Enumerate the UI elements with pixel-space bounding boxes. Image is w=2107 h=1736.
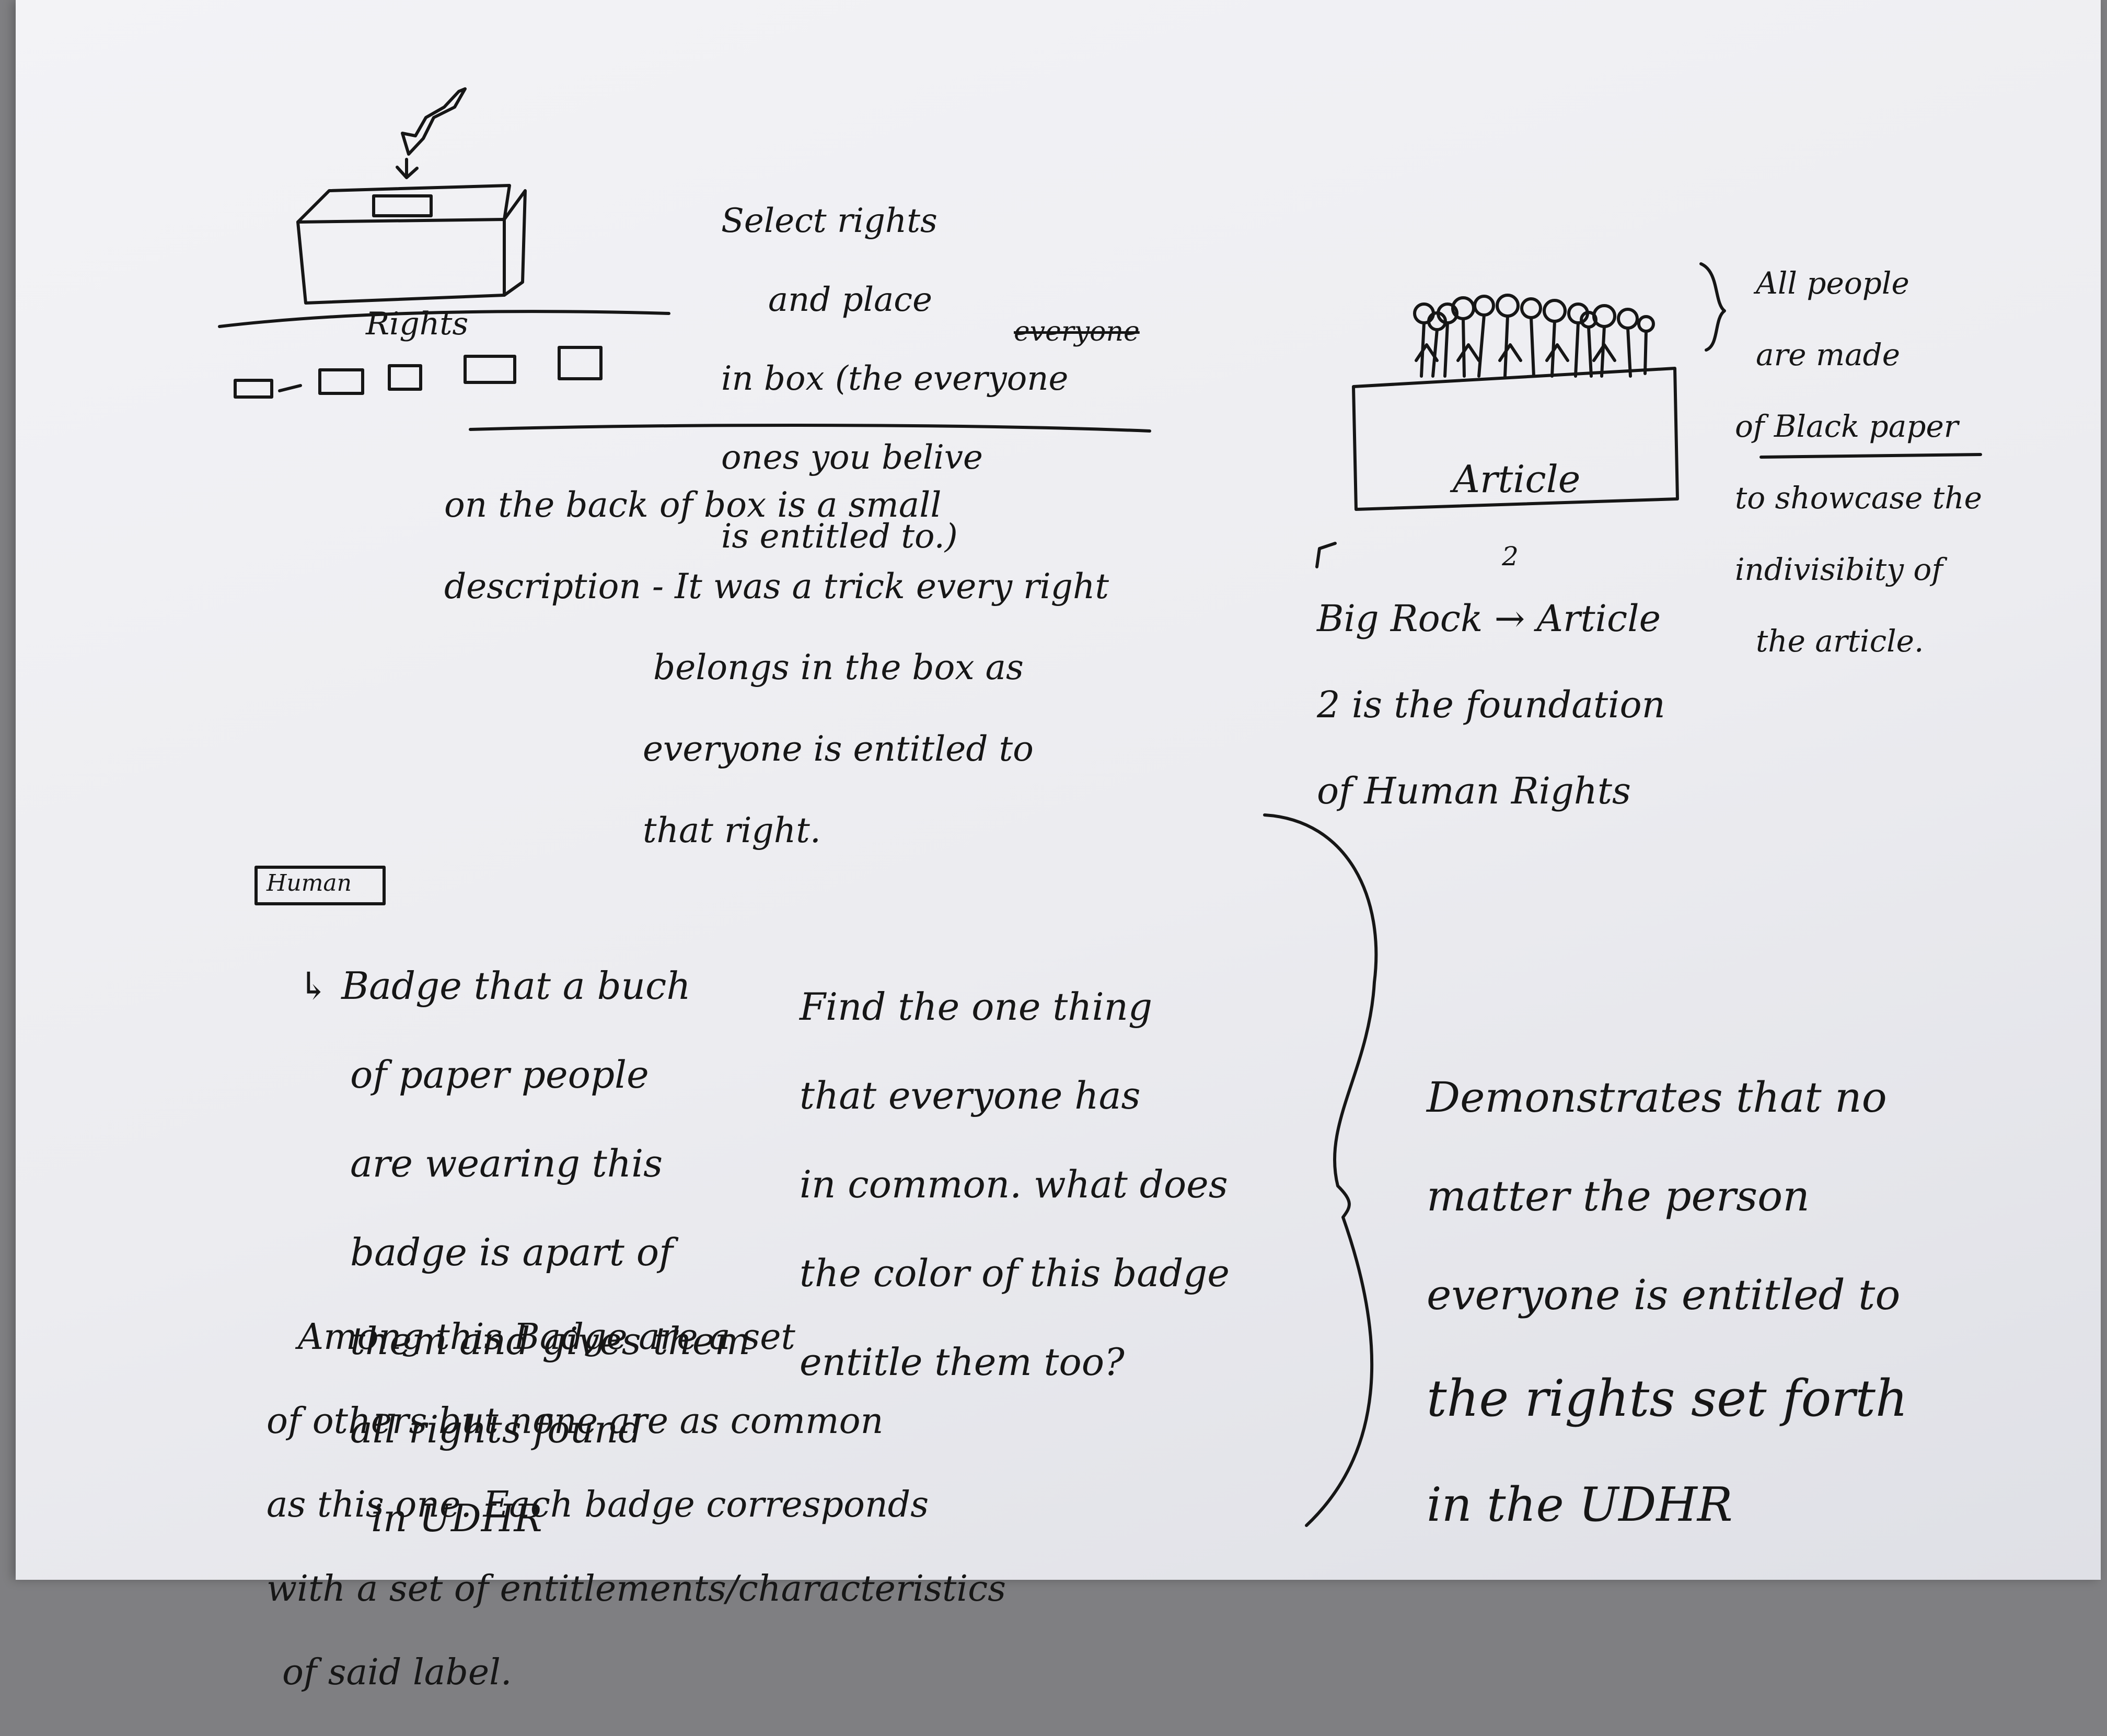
among-badges-note: Among this Badge are a set of others but… (267, 1275, 1165, 1736)
note-line: of said label. (282, 1652, 512, 1694)
note-line: All people (1756, 265, 1909, 301)
note-line: Among this Badge are a set (298, 1316, 795, 1358)
note-line: Demonstrates that no (1427, 1073, 1887, 1122)
note-line: the color of this badge (800, 1251, 1230, 1295)
underline-drawing (1759, 453, 1982, 459)
note-line: to showcase the (1735, 480, 1982, 516)
big-rock-note: Big Rock → Article 2 is the foundation o… (1317, 554, 1819, 856)
article-box-label: Article 2 (1453, 413, 1581, 611)
note-line: is entitled to.) (721, 517, 958, 556)
article-number: 2 (1502, 541, 1519, 572)
human-badge-label: Human (267, 870, 352, 896)
demonstrates-note: Demonstrates that no matter the person e… (1427, 1024, 2069, 1582)
note-line: in common. what does (800, 1162, 1228, 1206)
ballot-box-drawing (218, 87, 670, 399)
strikethrough-word: everyone (1014, 316, 1140, 347)
small-arrow-drawing (1315, 542, 1337, 568)
note-line: indivisibity of (1735, 551, 1943, 587)
note-line: the rights set forth (1427, 1369, 1908, 1428)
note-line: them and gives them (350, 1319, 750, 1363)
find-common-note: Find the one thing that everyone has in … (800, 940, 1322, 1428)
note-line: badge is apart of (350, 1230, 673, 1274)
article-box-drawing (1352, 262, 1726, 511)
note-line: all rights found (350, 1407, 643, 1452)
note-line: in the UDHR (1427, 1477, 1733, 1533)
note-line: that right. (643, 810, 821, 850)
note-line: and place (768, 280, 932, 319)
paper-sheet: Rights Select rights and place in box (t… (16, 0, 2101, 1693)
divider-line (469, 424, 1151, 433)
people-note: All people are made of Black paper to sh… (1735, 230, 2090, 695)
sketch-drawings (218, 87, 1982, 1527)
note-line: ↳ Badge that a buch (298, 963, 691, 1008)
note-line: on the back of box is a small (444, 484, 942, 525)
note-line: of paper people (350, 1052, 649, 1097)
badge-note: ↳ Badge that a buch of paper people are … (298, 919, 794, 1585)
select-rights-note: Select rights and place in box (the ever… (721, 162, 1233, 596)
note-line: Big Rock → Article (1317, 597, 1661, 640)
article-label-line: Article (1453, 457, 1581, 501)
note-line: everyone is entitled to (643, 729, 1034, 770)
note-line: everyone is entitled to (1427, 1270, 1901, 1319)
note-line: description - It was a trick every right (444, 566, 1109, 607)
badge-drawing (254, 866, 386, 905)
note-line: are wearing this (350, 1141, 663, 1185)
note-line: of Human Rights (1317, 769, 1631, 812)
curly-brace-drawing (1263, 813, 1378, 1527)
note-line: of others but none are as common (267, 1400, 884, 1442)
note-line: in UDHR (371, 1496, 542, 1541)
back-of-box-note: on the back of box is a small descriptio… (444, 444, 1228, 892)
note-line: belongs in the box as (653, 647, 1024, 688)
note-line: ones you belive (721, 438, 983, 477)
rights-label: Rights (366, 306, 469, 342)
note-line: with a set of entitlements/characteristi… (267, 1568, 1006, 1610)
note-line: Select rights (721, 201, 937, 240)
note-line: 2 is the foundation (1317, 683, 1665, 726)
note-line: entitle them too? (800, 1339, 1125, 1384)
note-line: of Black paper (1735, 409, 1959, 445)
note-line: that everyone has (800, 1073, 1141, 1117)
note-line: in box (the everyone (721, 359, 1069, 398)
note-line: the article. (1756, 623, 1924, 659)
note-line: are made (1756, 337, 1901, 373)
note-line: Find the one thing (800, 984, 1153, 1029)
note-line: matter the person (1427, 1172, 1810, 1221)
note-line: as this one. Each badge corresponds (267, 1484, 929, 1526)
